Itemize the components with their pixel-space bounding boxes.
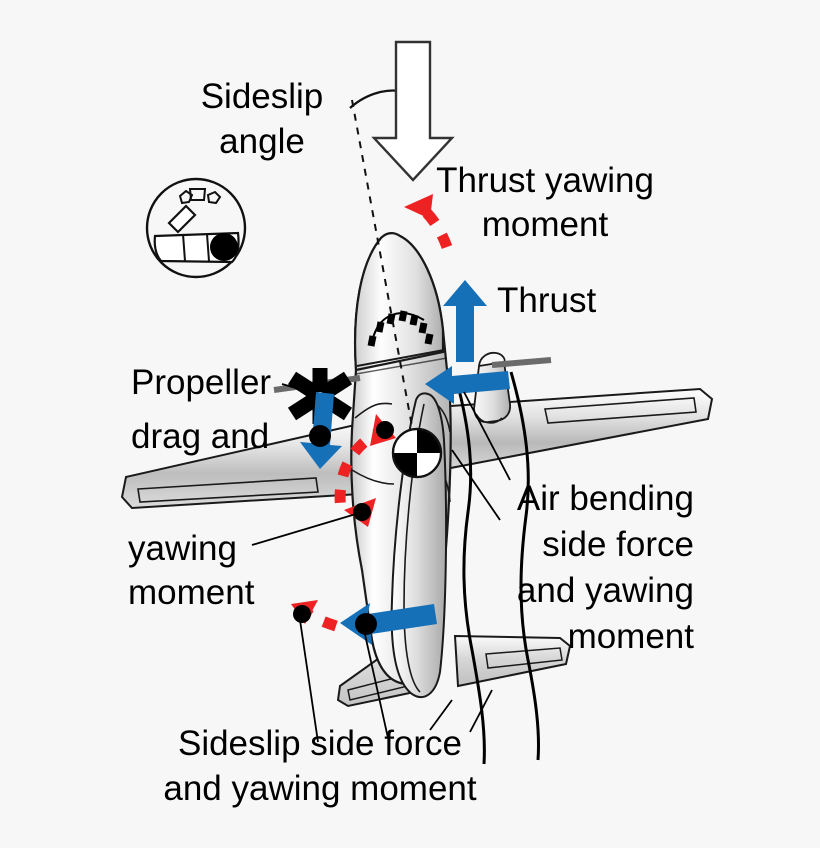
sideslip-angle-line2: angle	[219, 122, 305, 161]
sideslip-side-force-line2: and yawing moment	[163, 769, 476, 808]
air-bending-line4: moment	[568, 617, 695, 656]
label-thrust-yawing-moment: Thrust yawing moment	[436, 161, 654, 244]
airflow-direction-arrow	[371, 40, 455, 182]
air-bending-line1: Air bending	[517, 479, 694, 518]
propeller-shaft	[491, 357, 552, 368]
airflow-streamlines	[454, 371, 541, 765]
label-air-bending: Air bending side force and yawing moment	[517, 479, 694, 656]
propeller-drag-line1: Propeller	[131, 363, 271, 402]
right-aileron	[544, 397, 697, 424]
propeller-yawing-moment-arrow	[334, 414, 396, 527]
propeller-drag-line2: drag and	[131, 417, 269, 456]
air-bending-line2: side force	[542, 525, 694, 564]
slip-skid-indicator	[145, 177, 247, 279]
sideslip-yawing-moment-arrow	[291, 600, 338, 632]
center-of-gravity-symbol	[391, 427, 443, 479]
thrust-yawing-moment-line2: moment	[482, 205, 609, 244]
left-aileron	[137, 477, 319, 503]
leader-lines	[251, 383, 511, 743]
label-sideslip-angle: Sideslip angle	[201, 77, 324, 161]
label-propeller-drag: Propeller drag and	[131, 363, 271, 456]
propeller-spinner-arc	[367, 310, 434, 347]
inclinometer-ball	[210, 233, 238, 261]
sideslip-angle-line1: Sideslip	[201, 77, 324, 116]
thrust-arrow	[443, 280, 487, 362]
propeller-yawing-line2: moment	[128, 573, 255, 612]
thrust-yawing-moment-arrow	[404, 194, 453, 249]
thrust-yawing-moment-line1: Thrust yawing	[436, 161, 654, 200]
propeller-drag-arrow	[300, 392, 342, 469]
label-thrust: Thrust	[497, 281, 596, 320]
right-horizontal-stabilizer	[453, 634, 572, 688]
air-bending-line3: and yawing	[517, 571, 694, 610]
aircraft-centerline	[351, 99, 421, 471]
label-sideslip-side-force: Sideslip side force and yawing moment	[163, 724, 476, 808]
sideslip-side-force-line1: Sideslip side force	[178, 724, 462, 763]
nose-cone	[353, 232, 445, 372]
label-propeller-yawing-moment: yawing moment	[128, 529, 255, 612]
air-bending-side-force-arrow	[425, 366, 510, 404]
propeller-yawing-line1: yawing	[128, 529, 237, 568]
thrust-label: Thrust	[497, 281, 596, 320]
